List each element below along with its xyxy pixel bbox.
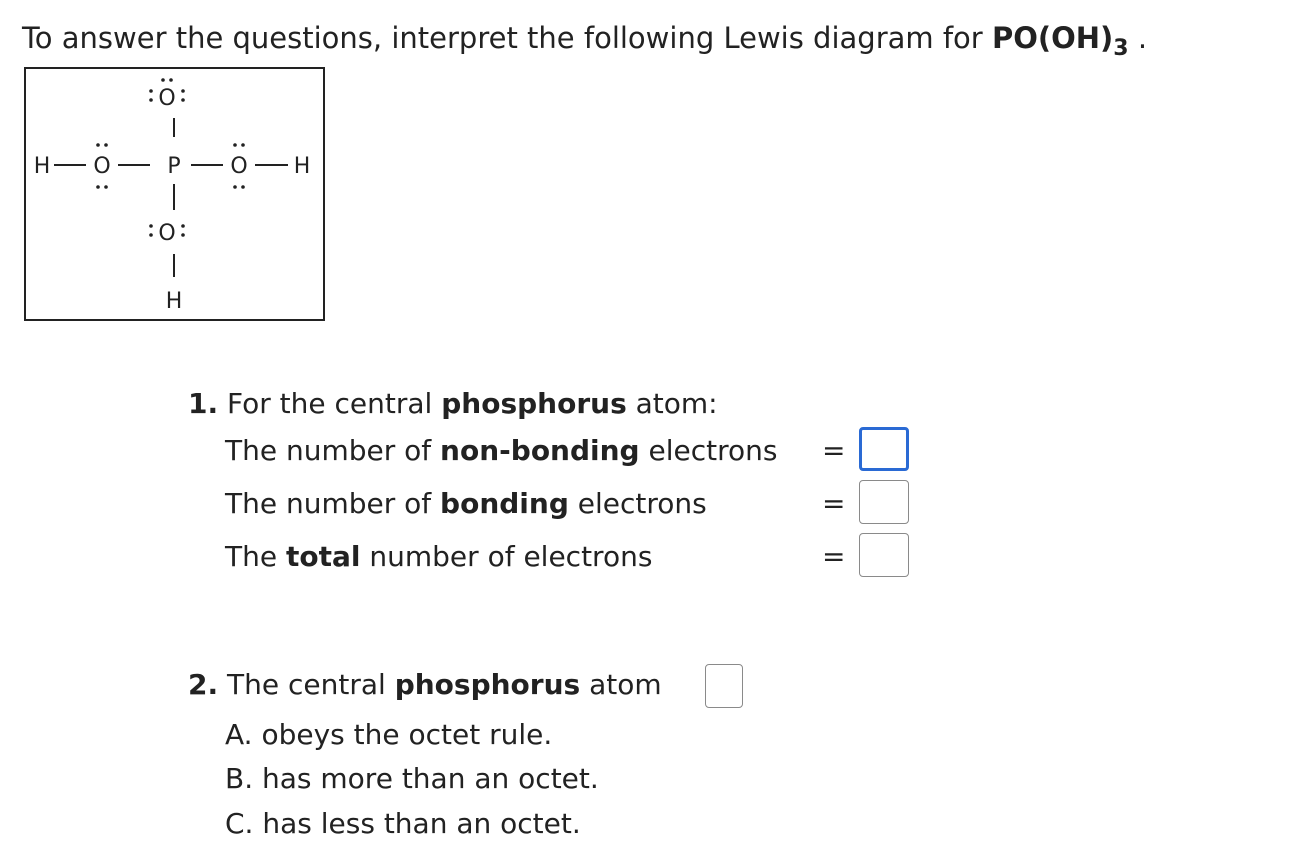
- option-a: A. obeys the octet rule.: [225, 718, 553, 751]
- atom-left-h: H: [34, 154, 51, 179]
- intro-formula-main: PO(OH): [991, 21, 1114, 55]
- intro-suffix: .: [1128, 21, 1148, 55]
- lewis-diagram-svg: O H O P O H O H: [34, 78, 311, 314]
- q1-row-0-pre: The number of: [225, 434, 441, 467]
- octet-answer-input[interactable]: [705, 664, 743, 708]
- q1-row-bonding-label: The number of bonding electrons: [225, 486, 707, 522]
- q1-suffix: atom:: [626, 387, 718, 420]
- q1-bold: phosphorus: [441, 387, 627, 420]
- q1-row-1-equals: =: [822, 487, 846, 520]
- q2-prefix: The central: [218, 668, 395, 701]
- q1-row-1-post: electrons: [568, 487, 707, 520]
- q2-bold: phosphorus: [394, 668, 581, 701]
- intro-formula: PO(OH)3: [991, 21, 1129, 61]
- q2-number: 2.: [188, 668, 219, 701]
- option-b: B. has more than an octet.: [225, 762, 599, 795]
- q2-heading: 2. The central phosphorus atom: [188, 667, 662, 703]
- atom-center-p: P: [167, 154, 180, 179]
- q1-row-1-pre: The number of: [225, 487, 441, 520]
- q1-row-0-bold: non-bonding: [440, 434, 640, 467]
- q1-row-2-bold: total: [285, 540, 361, 573]
- q2-suffix: atom: [580, 668, 662, 701]
- q1-row-0-equals: =: [822, 434, 846, 467]
- bonding-electrons-input[interactable]: [859, 480, 909, 524]
- atom-right-h: H: [294, 154, 311, 179]
- option-c: C. has less than an octet.: [225, 807, 581, 840]
- q1-row-2-post: number of electrons: [360, 540, 653, 573]
- atom-top-o: O: [158, 86, 175, 111]
- atom-left-o: O: [93, 154, 110, 179]
- q1-row-0-post: electrons: [639, 434, 778, 467]
- atom-right-o: O: [230, 154, 247, 179]
- nonbonding-electrons-input[interactable]: [859, 427, 909, 471]
- atom-bottom-h: H: [166, 289, 183, 314]
- lone-pairs-bottom-o: [149, 224, 185, 237]
- total-electrons-input[interactable]: [859, 533, 909, 577]
- q1-row-2-equals: =: [822, 540, 846, 573]
- q1-prefix: For the central: [218, 387, 442, 420]
- lewis-diagram: O H O P O H O H: [24, 67, 325, 321]
- intro-prefix: To answer the questions, interpret the f…: [22, 21, 992, 55]
- q1-heading: 1. For the central phosphorus atom:: [188, 386, 718, 422]
- q1-row-2-pre: The: [225, 540, 286, 573]
- q1-row-1-bold: bonding: [440, 487, 569, 520]
- atom-bottom-o: O: [158, 221, 175, 246]
- lone-pairs-left-o: [96, 143, 108, 189]
- lone-pairs-top-o: [149, 78, 185, 102]
- intro-formula-sub: 3: [1113, 35, 1129, 61]
- q1-number: 1.: [188, 387, 219, 420]
- intro-text: To answer the questions, interpret the f…: [22, 18, 1147, 69]
- lone-pairs-right-o: [233, 143, 245, 189]
- q1-row-total-label: The total number of electrons: [225, 539, 652, 575]
- q1-row-nonbonding-label: The number of non-bonding electrons: [225, 433, 777, 469]
